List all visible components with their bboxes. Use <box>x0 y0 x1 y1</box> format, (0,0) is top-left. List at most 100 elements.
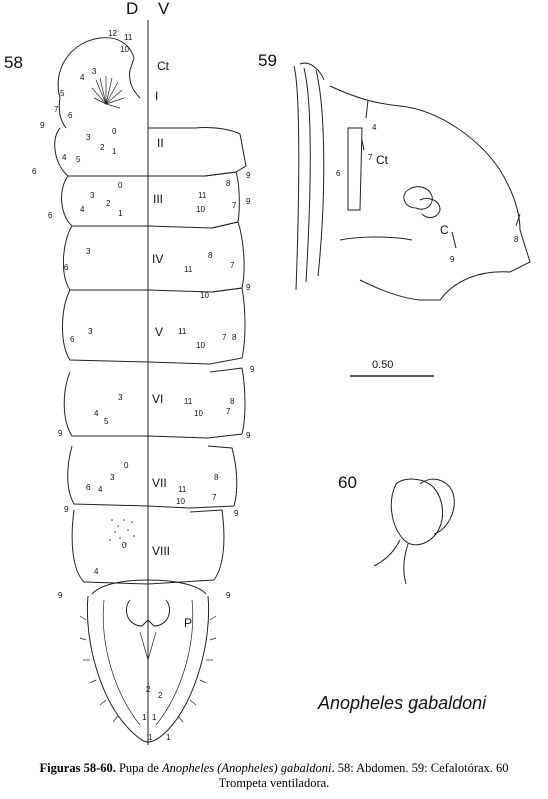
fig59-seta-6: 6 <box>336 169 341 178</box>
svg-text:4: 4 <box>98 485 103 494</box>
svg-text:12: 12 <box>108 29 117 38</box>
paddle-right-midrib <box>155 599 194 726</box>
label-segment-vii: VII <box>152 476 167 490</box>
trumpet-pinna <box>419 197 441 218</box>
label-segment-v: V <box>155 325 163 339</box>
segment-v-dorsal <box>62 289 149 363</box>
svg-text:3: 3 <box>86 133 91 142</box>
cephalothorax-outline <box>57 37 141 99</box>
trumpet-stem-1 <box>373 539 401 567</box>
seta-7-stem <box>361 139 365 151</box>
svg-text:4: 4 <box>80 73 85 82</box>
fig-number-58: 58 <box>4 53 23 72</box>
wing-sheath <box>347 127 363 211</box>
svg-text:11: 11 <box>184 265 193 274</box>
segment-iii-dorsal <box>61 175 148 227</box>
genital-lobe-tip <box>139 631 157 662</box>
label-segment-iv: IV <box>152 252 163 266</box>
svg-text:6: 6 <box>32 167 37 176</box>
svg-text:10: 10 <box>200 291 209 300</box>
svg-text:8: 8 <box>232 333 237 342</box>
figure-caption: Figuras 58-60. Pupa de Anopheles (Anophe… <box>0 761 548 791</box>
svg-text:9: 9 <box>250 365 255 374</box>
svg-text:1: 1 <box>118 209 123 218</box>
segment-vii-dorsal <box>67 445 149 507</box>
svg-text:3: 3 <box>118 393 123 402</box>
figure-plate: D V 58 <box>4 0 531 745</box>
svg-text:11: 11 <box>178 327 187 336</box>
svg-text:2: 2 <box>100 143 105 152</box>
fig-number-59: 59 <box>258 51 277 70</box>
svg-text:0: 0 <box>112 127 117 136</box>
svg-text:7: 7 <box>226 407 231 416</box>
caption-text-1: Pupa de <box>115 761 163 775</box>
svg-text:3: 3 <box>86 247 91 256</box>
cephalothorax-lower-outline <box>58 97 67 129</box>
fig59-label-ct: Ct <box>376 153 389 167</box>
segment-ii-ventral <box>148 127 247 177</box>
svg-text:1: 1 <box>112 147 117 156</box>
scale-bar: 0.50 <box>350 359 434 377</box>
svg-text:9: 9 <box>246 171 251 180</box>
paddle-fringe <box>79 615 217 723</box>
svg-text:10: 10 <box>120 45 129 54</box>
seta-8-stem <box>515 213 521 227</box>
svg-text:1: 1 <box>166 733 171 742</box>
fig-number-60: 60 <box>338 473 357 492</box>
svg-text:2: 2 <box>158 691 163 700</box>
leg-sheath-tip <box>299 62 325 81</box>
dorsal-header: D <box>126 0 138 18</box>
svg-text:3: 3 <box>110 473 115 482</box>
svg-text:0: 0 <box>122 541 127 550</box>
svg-text:4: 4 <box>94 409 99 418</box>
svg-text:1: 1 <box>152 713 157 722</box>
svg-text:5: 5 <box>104 417 109 426</box>
figure-60-trumpet: 60 <box>338 473 455 585</box>
figure-58-abdomen: D V 58 <box>4 0 255 745</box>
paddle-base <box>91 579 207 595</box>
fig59-seta-9: 9 <box>450 255 455 264</box>
trumpet-stem-2 <box>403 543 409 585</box>
paddle-left-midrib <box>102 599 141 726</box>
svg-text:4: 4 <box>94 567 99 576</box>
svg-text:8: 8 <box>230 397 235 406</box>
label-segment-iii: III <box>153 192 163 206</box>
svg-text:9: 9 <box>226 591 231 600</box>
segment-vi-dorsal <box>63 371 148 437</box>
caption-bold: Figuras 58-60. <box>39 761 116 775</box>
label-paddle: P <box>184 616 192 630</box>
svg-text:7: 7 <box>222 333 227 342</box>
svg-text:9: 9 <box>58 429 63 438</box>
svg-text:8: 8 <box>214 473 219 482</box>
svg-text:3: 3 <box>90 191 95 200</box>
thorax-ventral-line <box>339 236 413 241</box>
segment-v-ventral <box>147 287 246 365</box>
svg-text:7: 7 <box>54 105 59 114</box>
segment-vi-ventral <box>147 367 246 439</box>
trumpet-base <box>403 186 433 210</box>
svg-text:9: 9 <box>246 197 251 206</box>
caption-line-1: Figuras 58-60. Pupa de Anopheles (Anophe… <box>0 761 548 776</box>
segment-viii-stipple <box>109 519 135 545</box>
species-label: Anopheles gabaldoni <box>317 693 487 713</box>
svg-text:3: 3 <box>92 67 97 76</box>
svg-text:11: 11 <box>124 33 133 42</box>
fig59-label-c: C <box>440 223 449 237</box>
seta-labels: 12 11 10 3 4 5 7 6 9 3 0 2 1 4 5 6 9 3 0… <box>32 29 255 742</box>
svg-text:1: 1 <box>142 713 147 722</box>
figure-59-cephalothorax: 59 4 7 6 Ct C 9 8 <box>258 51 531 301</box>
label-segment-vi: VI <box>152 392 163 406</box>
segment-viii-dorsal <box>71 509 149 585</box>
fig59-seta-8: 8 <box>514 235 519 244</box>
svg-text:4: 4 <box>62 153 67 162</box>
fig59-seta-4: 4 <box>372 123 377 132</box>
svg-text:9: 9 <box>40 121 45 130</box>
svg-text:8: 8 <box>208 251 213 260</box>
svg-text:5: 5 <box>76 155 81 164</box>
svg-text:7: 7 <box>232 201 237 210</box>
caption-text-2: . 58: Abdomen. 59: Cefalotórax. 60 <box>331 761 509 775</box>
segment-iv-dorsal <box>62 225 148 291</box>
ventral-header: V <box>158 0 170 18</box>
svg-text:6: 6 <box>68 111 73 120</box>
fig59-seta-7: 7 <box>368 153 373 162</box>
